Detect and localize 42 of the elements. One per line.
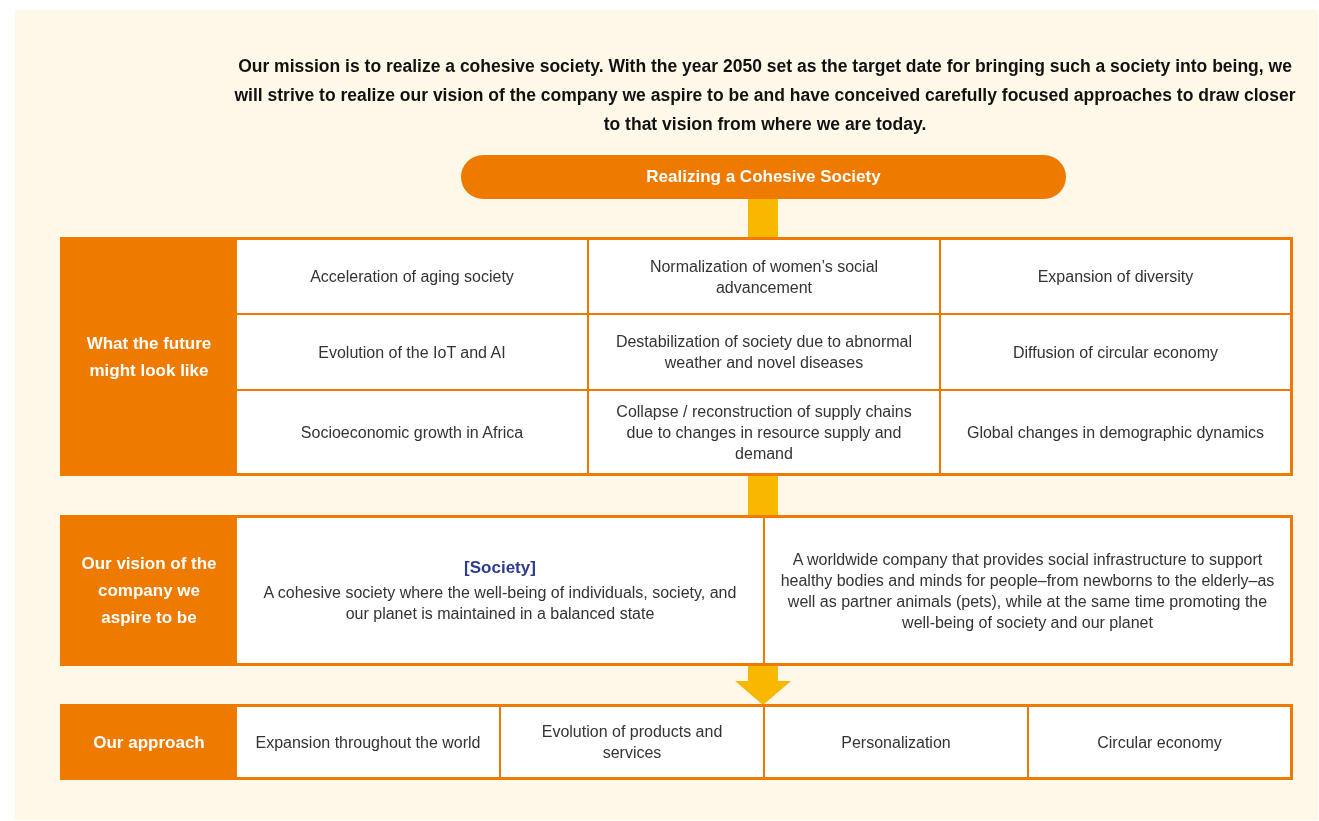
mission-statement: Our mission is to realize a cohesive society. With the year 2050 set as the target date for bringing such a society into being, we will strive to realize our vision of the company we aspire to be and have conceived carefully focused approaches to draw closer to that vision from where we are today. [233, 55, 1297, 136]
text-cell [764, 517, 1291, 664]
cell-text: Expansion throughout the world [255, 732, 481, 753]
section-header: Our approach [62, 706, 236, 778]
text-cell [236, 239, 588, 314]
text-cell [588, 390, 940, 474]
connector-bar [748, 475, 778, 516]
text-cell [500, 706, 764, 778]
text-cell [764, 706, 1028, 778]
cell-text: Diffusion of circular economy [1012, 342, 1219, 363]
text-cell [236, 706, 500, 778]
cell-text: Personalization [841, 732, 951, 753]
cell-text: Normalization of women’s social advancement [648, 256, 880, 298]
cell-text: Collapse / reconstruction of supply chains due to changes in resource supply and demand [615, 401, 913, 464]
text-cell [940, 314, 1291, 390]
text-cell [236, 517, 764, 664]
cell-text: Expansion of diversity [1037, 267, 1194, 287]
text-cell [236, 390, 588, 474]
cell-text: Socioeconomic growth in Africa [300, 422, 524, 443]
section-band [60, 704, 1293, 780]
cell-heading: [Society] [464, 557, 536, 578]
text-cell [940, 390, 1291, 474]
cell-text: A worldwide company that provides social infrastructure to support healthy bodies and minds for people–from newborns to the elderly–as well as partner animals (pets), while at the same time promoting the well-being of society and our planet [779, 549, 1276, 633]
text-cell [940, 239, 1291, 314]
cell-text: A cohesive society where the well-being of individuals, society, and our planet is maintained in a balanced state [262, 583, 738, 624]
cell-text: Acceleration of aging society [310, 267, 514, 287]
text-cell [588, 239, 940, 314]
cell-text: Evolution of the IoT and AI [318, 342, 506, 363]
arrow [735, 665, 791, 705]
section-header: Our vision of the company we aspire to be [62, 517, 236, 664]
connector-bar [748, 198, 778, 238]
section-header: What the future might look like [62, 239, 236, 474]
section-band [60, 515, 1293, 666]
text-cell [588, 314, 940, 390]
cell-text: Evolution of products and services [540, 722, 724, 763]
section-band [60, 237, 1293, 476]
text-cell [1028, 706, 1291, 778]
cell-text: Circular economy [1097, 732, 1222, 753]
cell-text: Destabilization of society due to abnormal weather and novel diseases [614, 332, 914, 373]
heading-pill: Realizing a Cohesive Society [461, 155, 1066, 199]
text-cell [236, 314, 588, 390]
cell-text: Global changes in demographic dynamics [966, 422, 1265, 443]
